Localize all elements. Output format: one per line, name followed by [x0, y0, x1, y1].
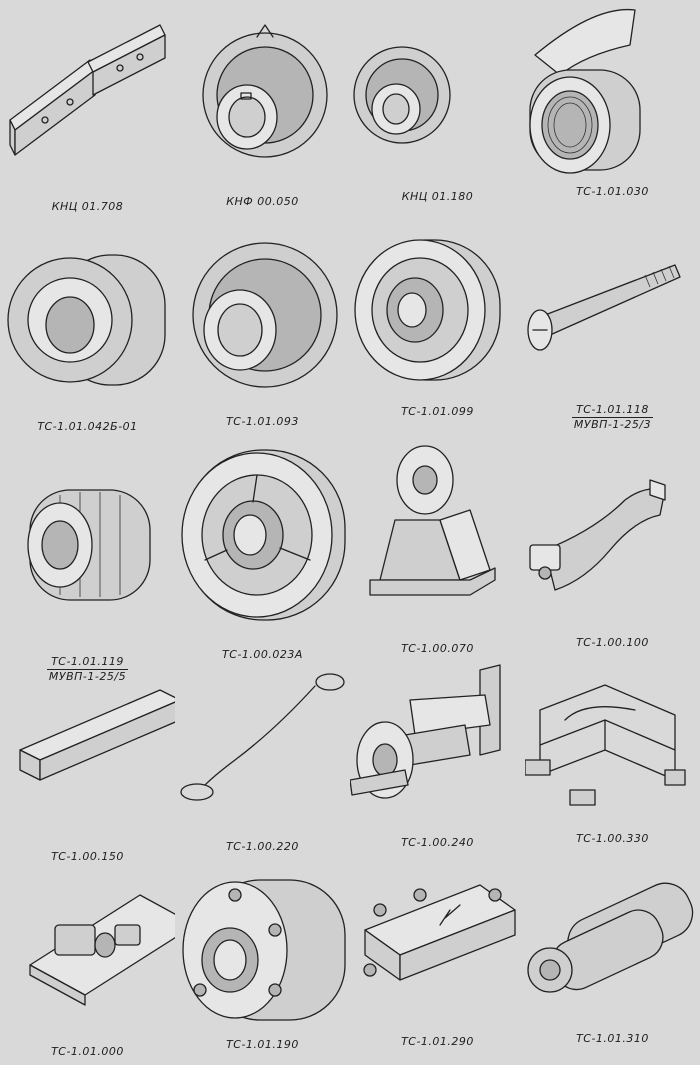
part-cell: КНЦ 01.708: [0, 0, 175, 230]
part-cell: КНФ 00.050: [175, 0, 350, 230]
part-cell: ТС-1.01.290: [350, 870, 525, 1065]
part-code: ТС-1.01.310: [576, 1032, 649, 1045]
part-cell: ТС-1.01.030: [525, 0, 700, 230]
part-cell: ТС-1.00.150: [0, 660, 175, 870]
sprocket-large-drawing: [175, 225, 350, 405]
part-code: ТС-1.01.119 МУВП-1-25/5: [0, 655, 175, 684]
part-code: КНЦ 01.708: [51, 200, 124, 213]
spoked-pulley-drawing: [175, 440, 350, 640]
part-code: ТС-1.00.070: [401, 642, 474, 655]
sling-cable-drawing: [175, 660, 350, 830]
part-cell: ТС-1.01.042Б-01: [0, 225, 175, 440]
pulley-stand-drawing: [350, 440, 525, 640]
part-code: ТС-1.00.100: [576, 636, 649, 649]
part-code: ТС-1.01.290: [401, 1035, 474, 1048]
coupling-drawing: [175, 870, 350, 1045]
part-code: КНЦ 01.180: [401, 190, 474, 203]
part-code: ТС-1.01.118 МУВП-1-25/3: [525, 403, 700, 432]
part-cell: ТС-1.00.070: [350, 440, 525, 660]
part-code: ТС-1.01.000: [51, 1045, 124, 1058]
part-cell: ТС-1.01.119 МУВП-1-25/5: [0, 440, 175, 683]
junction-box-drawing: [350, 870, 525, 1045]
roller-carriage-drawing: [350, 660, 525, 840]
part-code: ТС-1.00.023А: [222, 648, 303, 661]
part-cell: ТС-1.00.240: [350, 660, 525, 870]
part-code: ТС-1.01.190: [226, 1038, 299, 1051]
part-code: ТС-1.01.030: [576, 185, 649, 198]
part-code-main: ТС-1.01.119: [46, 655, 129, 670]
part-cell: ТС-1.01.118 МУВП-1-25/3: [525, 225, 700, 440]
part-code: ТС-1.01.093: [226, 415, 299, 428]
part-code: ТС-1.00.330: [576, 832, 649, 845]
part-cell: ТС-1.00.100: [525, 440, 700, 660]
part-code: ТС-1.00.220: [226, 840, 299, 853]
drive-unit-drawing: [525, 870, 700, 1045]
sprocket-hub-drawing: [0, 225, 175, 405]
threaded-bushing-drawing: [525, 0, 700, 200]
part-cell: ТС-1.01.093: [175, 225, 350, 440]
flat-bar-drawing: [0, 660, 175, 830]
part-cell: ТС-1.01.310: [525, 870, 700, 1065]
part-code: КНФ 00.050: [226, 195, 299, 208]
wire-frame-drawing: [525, 660, 700, 840]
drive-base-drawing: [0, 870, 175, 1045]
part-code: ТС-1.00.240: [401, 836, 474, 849]
bolt-drawing: [525, 225, 700, 405]
part-cell: ТС-1.01.190: [175, 870, 350, 1065]
part-cell: ТС-1.00.330: [525, 660, 700, 870]
angle-bracket-drawing: [0, 0, 175, 200]
pulley-drawing: [350, 225, 525, 405]
multi-groove-pulley-drawing: [0, 440, 175, 620]
part-code-sub: МУВП-1-25/3: [573, 418, 652, 431]
part-code: ТС-1.01.042Б-01: [37, 420, 138, 433]
part-code-sub: МУВП-1-25/5: [48, 670, 127, 683]
part-cell: ТС-1.00.220: [175, 660, 350, 870]
part-cell: КНЦ 01.180: [350, 0, 525, 230]
part-cell: ТС-1.01.099: [350, 225, 525, 440]
part-cell: ТС-1.01.000: [0, 870, 175, 1065]
part-cell: ТС-1.00.023А: [175, 440, 350, 661]
sprocket-small-drawing: [350, 0, 525, 200]
part-code-main: ТС-1.01.118: [571, 403, 654, 418]
part-code: ТС-1.00.150: [51, 850, 124, 863]
bracket-arm-drawing: [525, 440, 700, 640]
sprocket-drawing: [175, 0, 350, 200]
part-code: ТС-1.01.099: [401, 405, 474, 418]
